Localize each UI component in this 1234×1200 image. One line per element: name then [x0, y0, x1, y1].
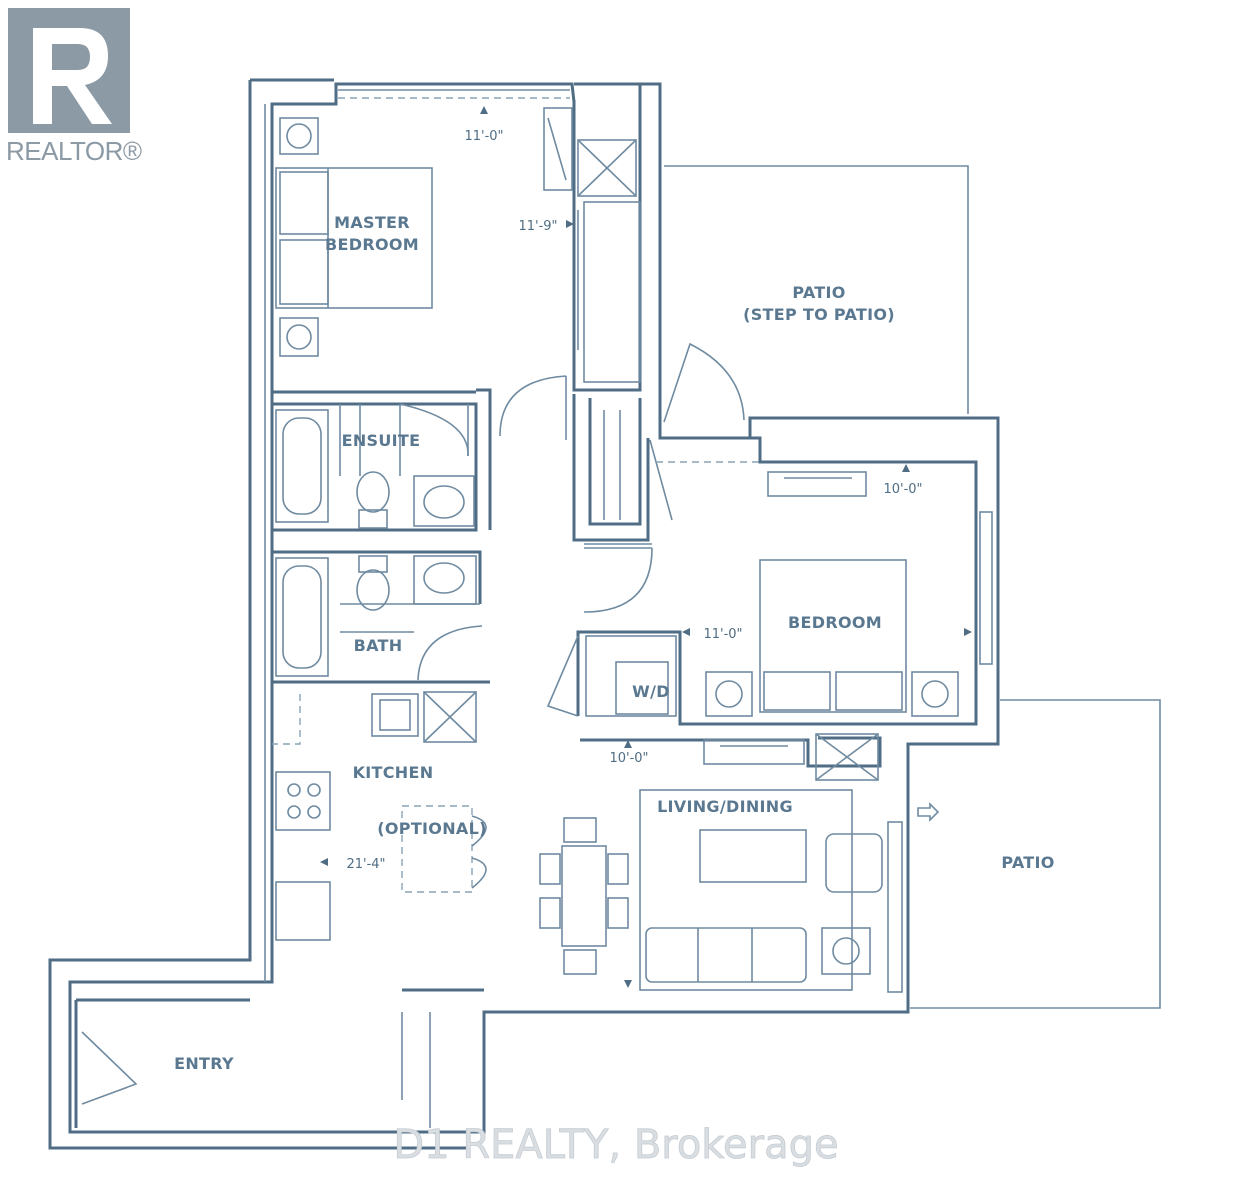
dim-master-width: 11'-0" [464, 129, 503, 144]
label-optional: (OPTIONAL) [377, 819, 486, 838]
label-kitchen: KITCHEN [353, 763, 434, 782]
bath [272, 550, 490, 684]
dim-bedroom-width: 10'-0" [883, 482, 922, 497]
label-master-bedroom-2: BEDROOM [325, 235, 419, 254]
bedroom-closet [572, 342, 908, 542]
room-labels: MASTER BEDROOM ENSUITE BATH KITCHEN (OPT… [174, 213, 1054, 1073]
dim-master-depth: 11'-9" [518, 219, 557, 234]
realtor-logo[interactable]: REALTOR® [6, 8, 142, 166]
patios [664, 165, 1161, 1009]
master-bed [275, 117, 433, 357]
dim-living-width: 10'-0" [609, 751, 648, 766]
kitchen [272, 691, 487, 941]
entry [81, 988, 484, 1128]
realtor-logo-text: REALTOR® [6, 136, 142, 166]
bedroom [546, 436, 993, 726]
label-patio-top-1: PATIO [792, 283, 845, 302]
ensuite [272, 388, 492, 532]
hall-doors [499, 375, 653, 613]
label-bedroom: BEDROOM [788, 613, 882, 632]
label-living-dining: LIVING/DINING [657, 797, 793, 816]
dim-bedroom-depth: 11'-0" [703, 627, 742, 642]
label-entry: ENTRY [174, 1054, 234, 1073]
living-area [580, 733, 940, 993]
master-closet [543, 107, 641, 383]
label-wd: W/D [632, 682, 670, 701]
brokerage-watermark: D1 REALTY, Brokerage [393, 1122, 838, 1168]
label-ensuite: ENSUITE [342, 431, 421, 450]
label-master-bedroom-1: MASTER [334, 213, 410, 232]
label-patio-right: PATIO [1001, 853, 1054, 872]
label-patio-top-2: (STEP TO PATIO) [743, 305, 895, 324]
label-bath: BATH [354, 636, 403, 655]
dining-table [539, 817, 629, 975]
dimension-labels: 11'-0" 11'-9" 10'-0" 11'-0" 10'-0" 21'-4… [320, 106, 972, 988]
dim-kitchen-depth: 21'-4" [346, 857, 385, 872]
